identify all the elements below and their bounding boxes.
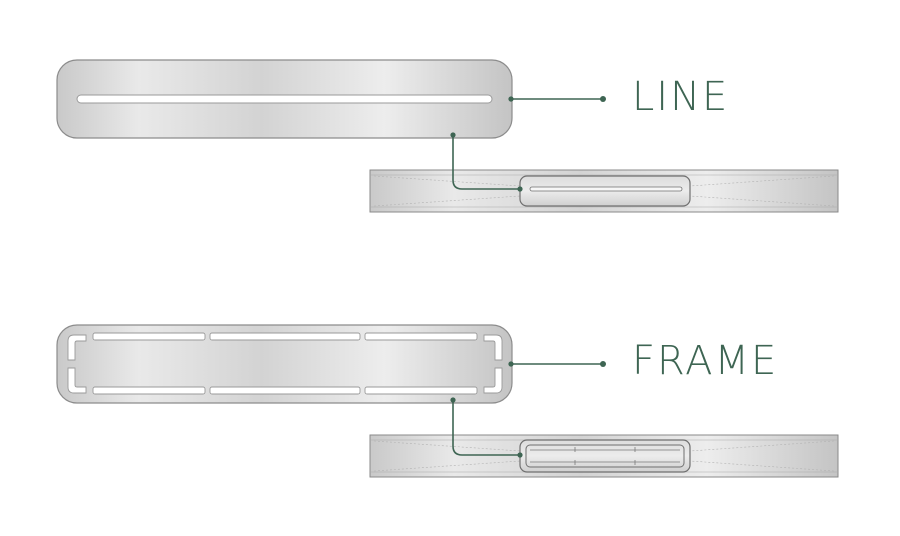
line-detail-leader xyxy=(450,132,523,192)
frame-channel xyxy=(369,434,839,478)
line-grate-plate xyxy=(56,59,513,139)
line-leader xyxy=(508,96,606,102)
line-channel xyxy=(369,169,839,213)
frame-detail-leader xyxy=(450,397,523,458)
line-label: LINE xyxy=(632,74,730,120)
line-slot xyxy=(76,94,493,104)
frame-grate-plate xyxy=(56,324,513,404)
frame-label: FRAME xyxy=(632,338,779,384)
frame-leader xyxy=(508,361,606,367)
